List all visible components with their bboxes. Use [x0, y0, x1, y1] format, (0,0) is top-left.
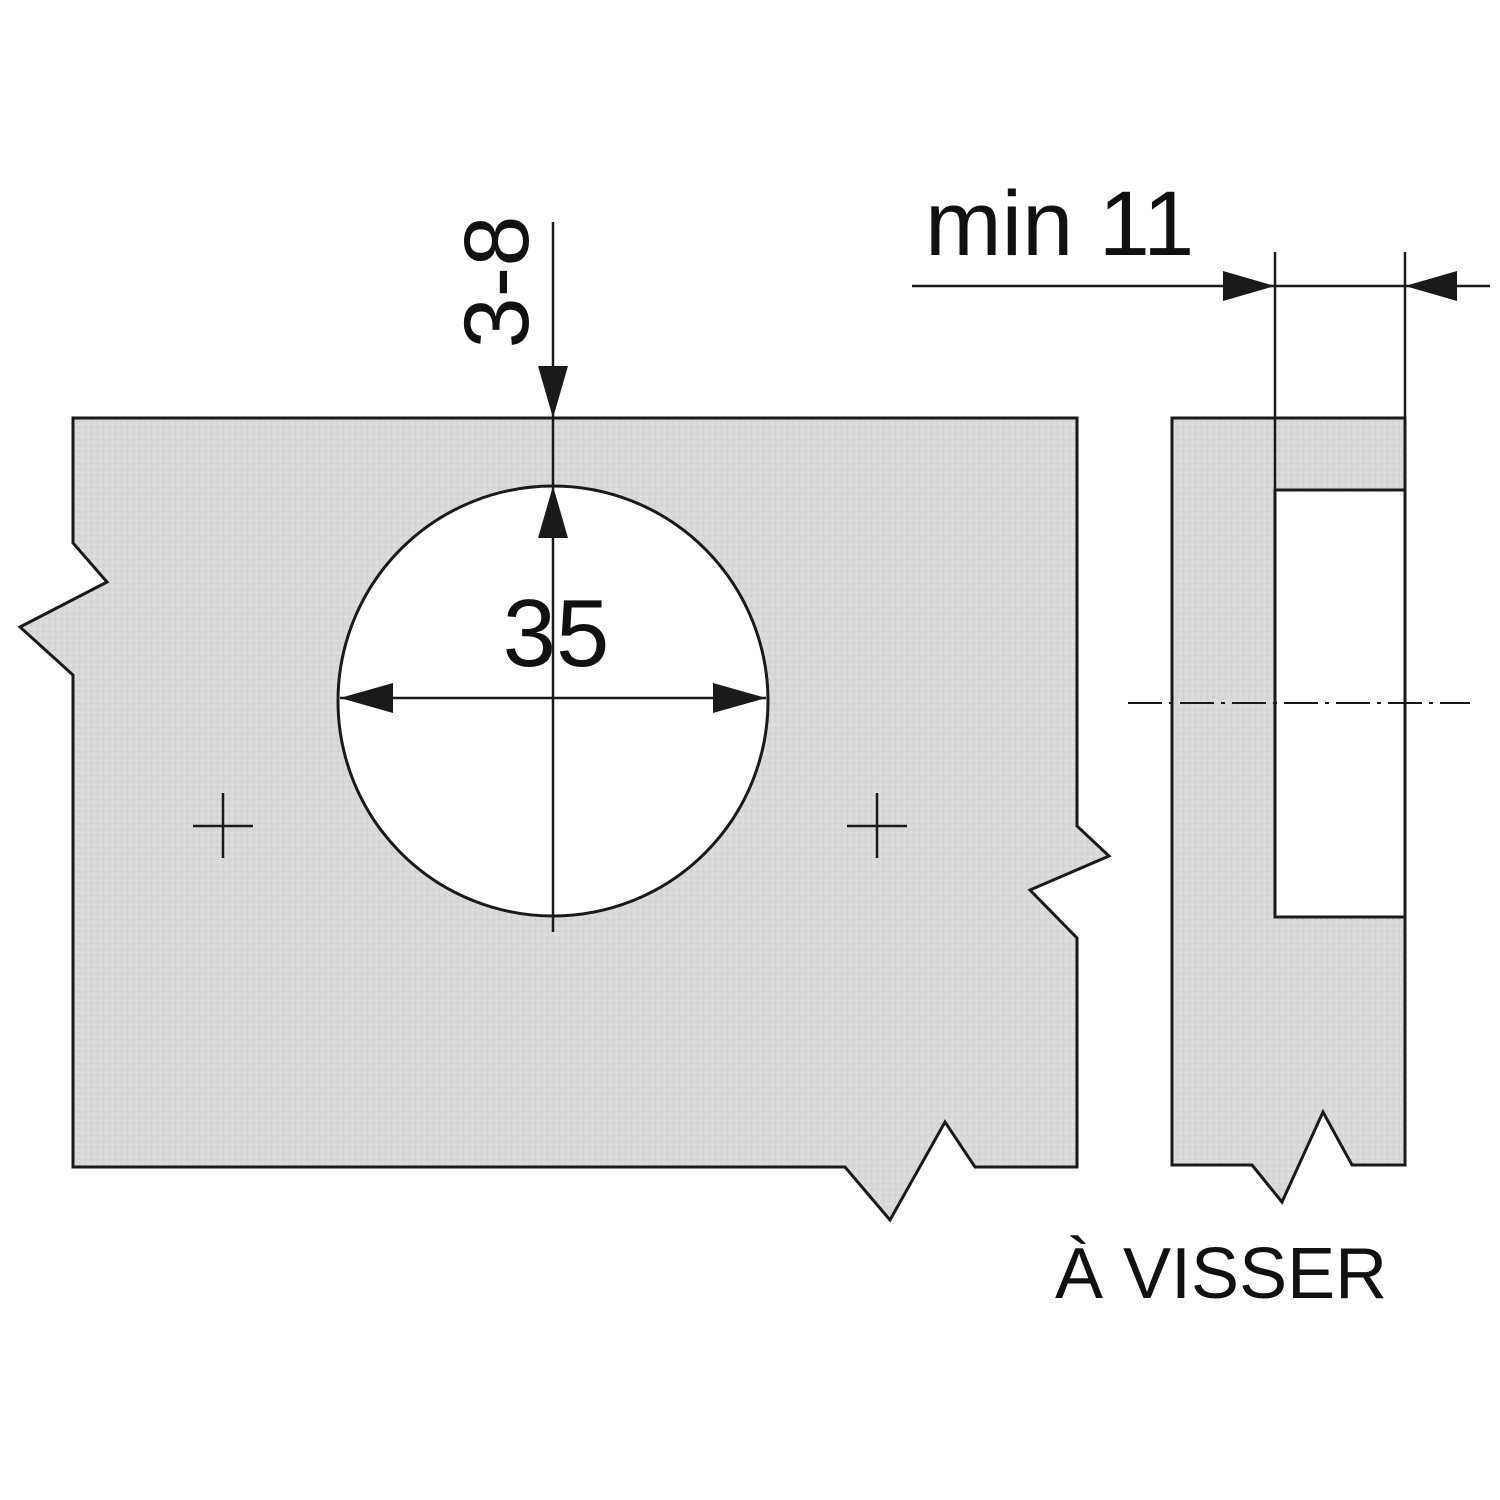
hole-diameter-label: 35: [503, 580, 610, 687]
min-thickness-label: min 11: [925, 173, 1194, 275]
edge-distance-arrow-down: [538, 366, 568, 418]
edge-distance-arrow-up: [538, 486, 568, 538]
diameter-arrow-right: [713, 683, 766, 713]
edge-distance-label: 3-8: [446, 216, 548, 349]
screw-mark-right: [847, 793, 907, 858]
mounting-note: À VISSER: [1055, 1234, 1387, 1314]
thickness-arrow-left: [1223, 271, 1275, 301]
thickness-arrow-right: [1405, 271, 1457, 301]
diameter-arrow-left: [340, 683, 393, 713]
screw-mark-left: [193, 793, 253, 858]
